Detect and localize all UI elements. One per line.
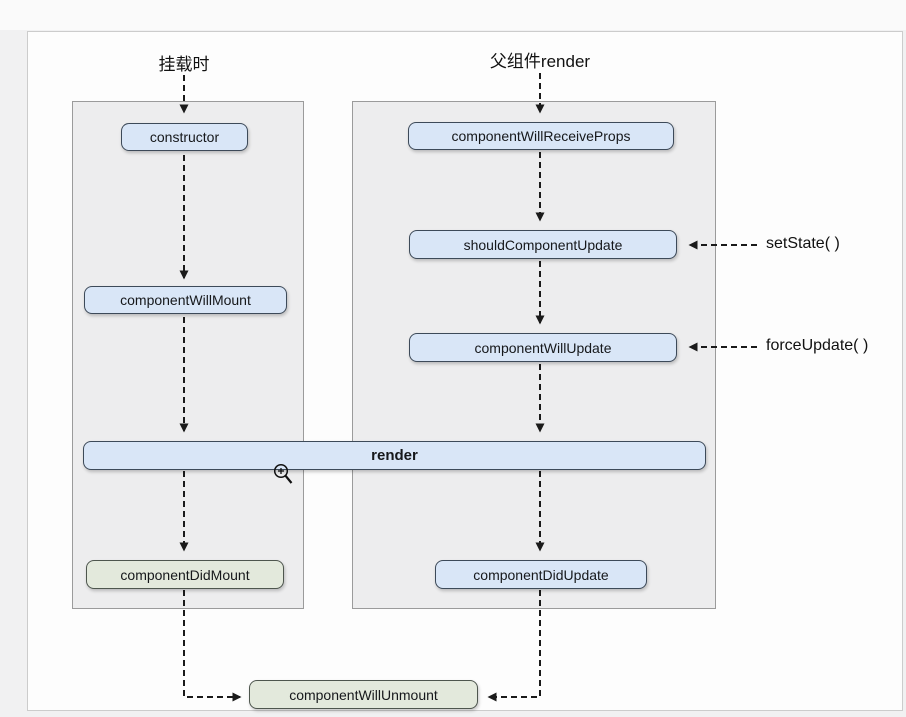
top-background-strip: [0, 0, 906, 30]
zoom-in-cursor-icon: [273, 463, 293, 484]
node-constructor: constructor: [121, 123, 248, 151]
mount-column-header: 挂载时: [158, 55, 210, 74]
node-shouldcomponentupdate: shouldComponentUpdate: [409, 230, 677, 259]
mount-phase-panel: [72, 101, 304, 609]
parent-render-column-header: 父组件render: [489, 52, 591, 71]
node-componentwillreceiveprops: componentWillReceiveProps: [408, 122, 674, 150]
node-componentwillunmount: componentWillUnmount: [249, 680, 478, 709]
node-componentdidupdate: componentDidUpdate: [435, 560, 647, 589]
node-componentwillupdate: componentWillUpdate: [409, 333, 677, 362]
node-componentdidmount: componentDidMount: [86, 560, 284, 589]
node-componentwillmount: componentWillMount: [84, 286, 287, 314]
forceupdate-label: forceUpdate( ): [766, 337, 869, 354]
node-render: render: [83, 441, 706, 470]
setstate-label: setState( ): [766, 235, 840, 252]
